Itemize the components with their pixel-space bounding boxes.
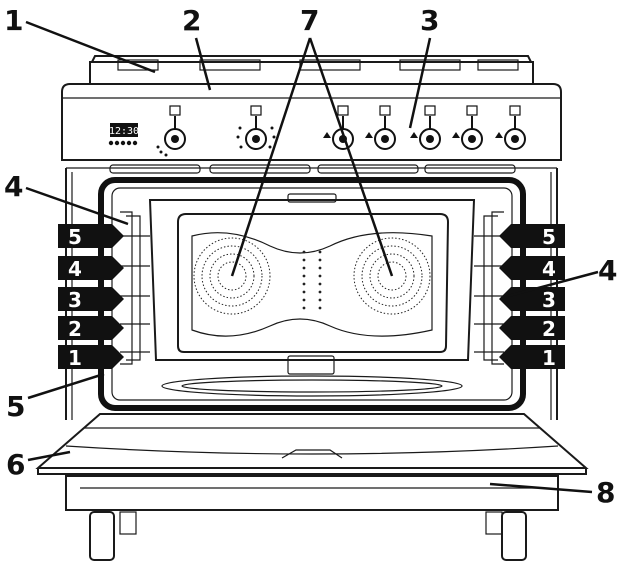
callout-4-left: 4 bbox=[4, 170, 23, 203]
callout-5: 5 bbox=[6, 390, 25, 423]
clock-display-text: 12:30 bbox=[109, 126, 139, 137]
control-panel bbox=[61, 83, 562, 174]
svg-text:4: 4 bbox=[68, 257, 82, 281]
right-shelf-label-5: 5 bbox=[499, 224, 565, 249]
callout-7: 7 bbox=[300, 4, 319, 37]
left-fan-grille bbox=[193, 237, 271, 315]
oven-door bbox=[35, 413, 589, 475]
svg-text:5: 5 bbox=[68, 225, 82, 249]
clock-display: 12:30 bbox=[108, 123, 139, 146]
burner-knob-4[interactable] bbox=[461, 105, 483, 150]
thermostat-knob[interactable] bbox=[164, 105, 186, 150]
burner-knob-3[interactable] bbox=[419, 105, 441, 150]
burner-knob-5[interactable] bbox=[504, 105, 526, 150]
burner-knob-2[interactable] bbox=[374, 105, 396, 150]
callout-labels: 1 2 3 4 4 5 6 7 8 bbox=[4, 4, 617, 509]
callout-6: 6 bbox=[6, 448, 25, 481]
left-shelf-label-3: 3 bbox=[58, 287, 124, 312]
right-shelf-labels: 5 4 3 2 1 bbox=[499, 224, 565, 370]
svg-text:3: 3 bbox=[542, 288, 556, 312]
callout-3: 3 bbox=[420, 4, 439, 37]
left-shelf-label-2: 2 bbox=[58, 316, 124, 341]
right-shelf-label-1: 1 bbox=[499, 345, 565, 370]
left-shelf-label-5: 5 bbox=[58, 224, 124, 249]
storage-drawer bbox=[65, 475, 559, 511]
svg-text:3: 3 bbox=[68, 288, 82, 312]
oven-cavity bbox=[98, 177, 526, 411]
svg-text:5: 5 bbox=[542, 225, 556, 249]
svg-text:2: 2 bbox=[68, 317, 82, 341]
knob-scale-marks bbox=[156, 126, 503, 157]
right-fan-grille bbox=[353, 237, 431, 315]
callout-2: 2 bbox=[182, 4, 201, 37]
callout-1: 1 bbox=[4, 4, 23, 37]
right-shelf-label-2: 2 bbox=[499, 316, 565, 341]
right-shelf-rack bbox=[474, 211, 504, 365]
callout-leader-lines bbox=[25, 20, 599, 494]
svg-text:2: 2 bbox=[542, 317, 556, 341]
left-shelf-label-1: 1 bbox=[58, 345, 124, 370]
svg-text:1: 1 bbox=[68, 346, 82, 370]
oven-feet bbox=[89, 511, 527, 561]
left-shelf-rack bbox=[120, 211, 150, 365]
cooktop bbox=[89, 55, 534, 85]
left-shelf-labels: 5 4 3 2 1 bbox=[58, 224, 124, 370]
svg-text:1: 1 bbox=[542, 346, 556, 370]
callout-4-right: 4 bbox=[598, 254, 617, 287]
svg-text:4: 4 bbox=[542, 257, 556, 281]
callout-8: 8 bbox=[596, 476, 615, 509]
left-shelf-label-4: 4 bbox=[58, 256, 124, 281]
function-selector-knob[interactable] bbox=[245, 105, 267, 150]
right-shelf-label-4: 4 bbox=[499, 256, 565, 281]
